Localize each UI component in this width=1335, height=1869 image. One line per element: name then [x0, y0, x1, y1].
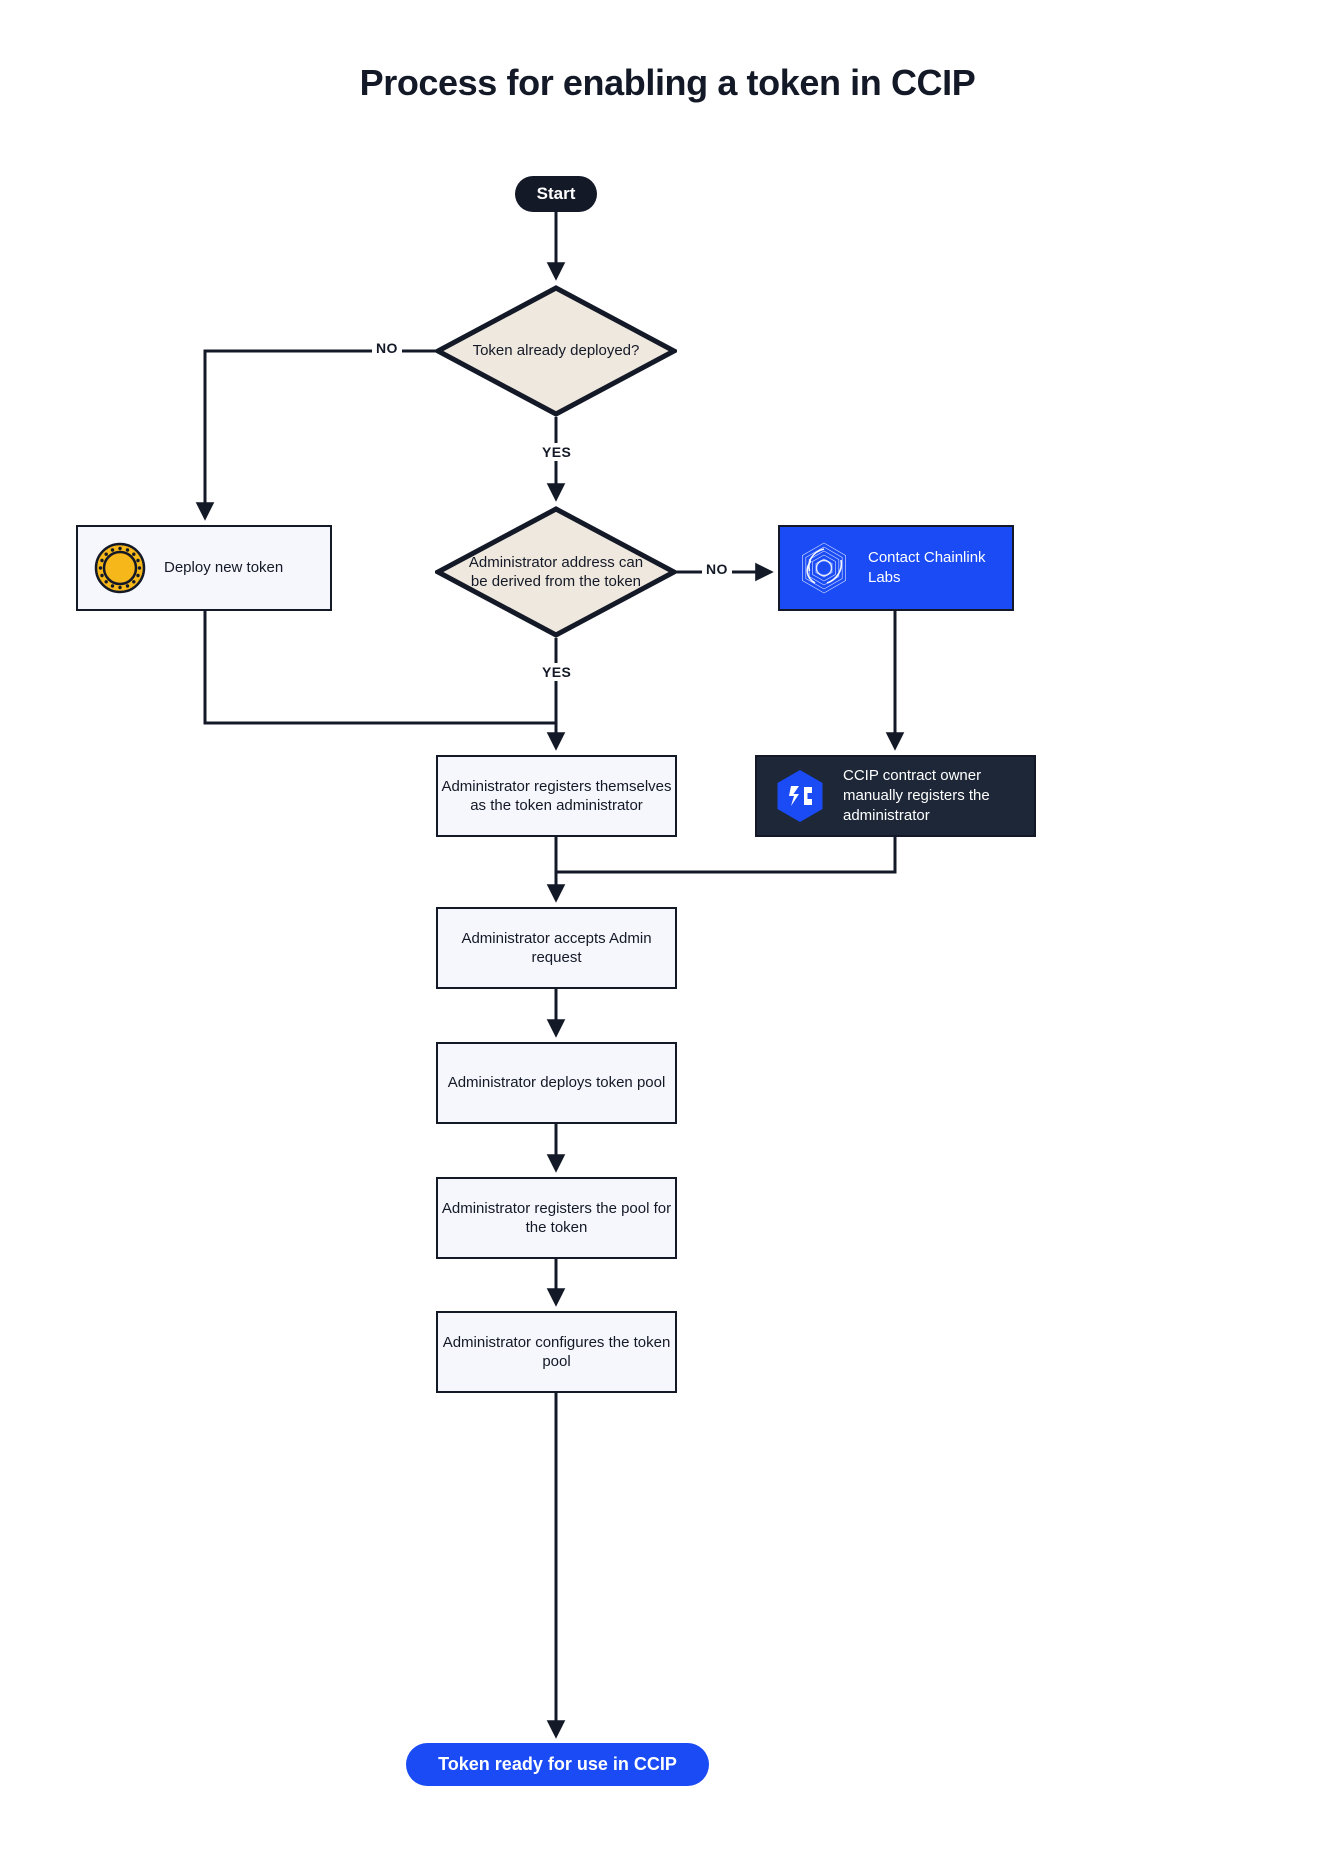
edge-label-no-1: NO — [372, 339, 402, 357]
node-contact-chainlink-labs-label: Contact Chainlink Labs — [868, 549, 986, 586]
node-admin-accepts-request-label: Administrator accepts Admin request — [461, 929, 652, 967]
edge-decision1-no-to-deploy — [195, 349, 435, 521]
node-deploy-new-token[interactable]: Deploy new token — [76, 525, 332, 611]
node-admin-registers-pool-label: Administrator registers the pool for the… — [441, 1199, 672, 1237]
edge-label-yes-1: YES — [538, 443, 576, 461]
edge-label-yes-2: YES — [538, 663, 576, 681]
node-admin-configures-token-pool[interactable]: Administrator configures the token pool — [436, 1311, 677, 1393]
node-decision-1-label: Token already deployed? — [472, 342, 640, 360]
node-admin-configures-token-pool-label: Administrator configures the token pool — [442, 1333, 671, 1371]
ccip-hexagon-logo-icon — [771, 767, 829, 825]
node-admin-registers-pool[interactable]: Administrator registers the pool for the… — [436, 1177, 677, 1259]
node-admin-registers-themselves-label: Administrator registers themselves as th… — [441, 777, 672, 815]
edge-ccip-owner-to-main-column — [556, 837, 897, 874]
node-token-ready-label: Token ready for use in CCIP — [438, 1754, 677, 1774]
node-deploy-new-token-label: Deploy new token — [164, 559, 284, 577]
node-admin-deploys-token-pool-label: Administrator deploys token pool — [447, 1074, 666, 1092]
diamond-shape — [435, 506, 677, 638]
node-decision-token-already-deployed[interactable]: Token already deployed? — [435, 285, 677, 417]
node-ccip-contract-owner-label: CCIP contract owner manually registers t… — [843, 767, 990, 824]
node-contact-chainlink-labs[interactable]: Contact Chainlink Labs — [778, 525, 1014, 611]
node-admin-deploys-token-pool[interactable]: Administrator deploys token pool — [436, 1042, 677, 1124]
gold-coin-icon — [92, 540, 148, 596]
edge-label-no-2: NO — [702, 560, 732, 578]
node-admin-accepts-request[interactable]: Administrator accepts Admin request — [436, 907, 677, 989]
page-title: Process for enabling a token in CCIP — [359, 62, 976, 103]
node-token-ready[interactable]: Token ready for use in CCIP — [406, 1743, 709, 1786]
chainlink-labs-logo-icon — [794, 538, 854, 598]
node-admin-registers-themselves[interactable]: Administrator registers themselves as th… — [436, 755, 677, 837]
node-start[interactable]: Start — [515, 176, 597, 212]
node-decision-admin-address-derivable[interactable]: Administrator address can be derived fro… — [435, 506, 677, 638]
diamond-shape — [435, 285, 677, 417]
node-start-label: Start — [536, 184, 576, 203]
node-decision-2-label: Administrator address can be derived fro… — [468, 553, 644, 590]
node-ccip-contract-owner[interactable]: CCIP contract owner manually registers t… — [755, 755, 1036, 837]
